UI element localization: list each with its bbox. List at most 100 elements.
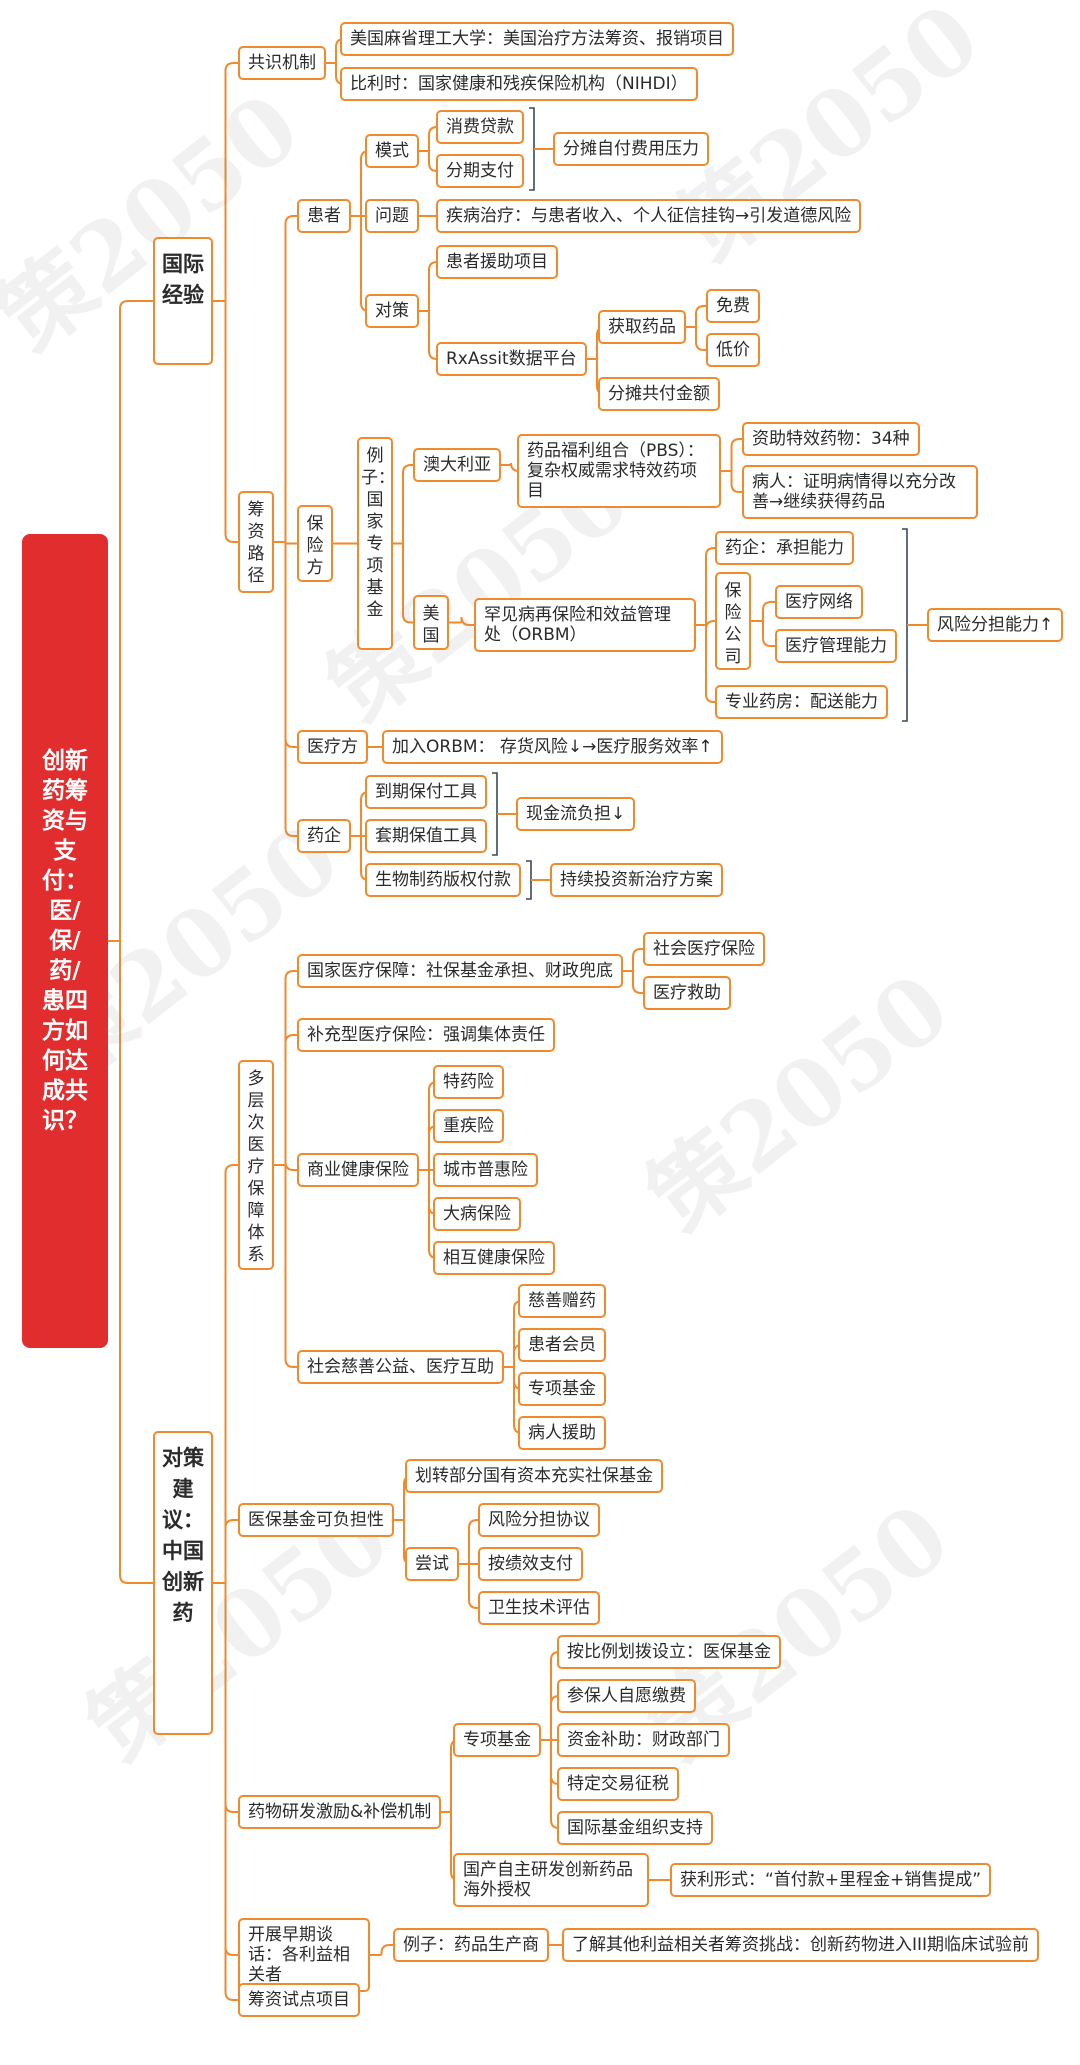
node-installment[interactable]: 分期支付 (436, 154, 524, 188)
node-mutual[interactable]: 相互健康保险 (433, 1241, 555, 1275)
connector-line (284, 542, 297, 837)
node-invest[interactable]: 持续投资新治疗方案 (550, 863, 723, 897)
node-early-talk[interactable]: 开展早期谈话：各利益相关者 (238, 1918, 370, 1992)
node-voluntary[interactable]: 参保人自愿缴费 (557, 1679, 696, 1713)
connector-line (705, 620, 715, 630)
root-label: 创新药筹资与支付：医/保/药/患四方如何达成共识？ (42, 748, 88, 1134)
node-australia[interactable]: 澳大利亚 (413, 448, 501, 482)
node-patient[interactable]: 患者 (297, 199, 351, 233)
node-patient-aid[interactable]: 病人援助 (518, 1416, 606, 1450)
connector-line (224, 301, 238, 543)
connector-line (695, 327, 706, 351)
node-special-fund[interactable]: 专项基金 (518, 1372, 606, 1406)
node-national-med[interactable]: 国家医疗保障：社保基金承担、财政兜底 (297, 954, 623, 988)
node-member[interactable]: 患者会员 (518, 1328, 606, 1362)
connector-line (705, 547, 715, 625)
node-intl-fund[interactable]: 国际基金组织支持 (557, 1811, 713, 1845)
connector-line (224, 1519, 238, 1583)
node-problem-desc[interactable]: 疾病治疗：与患者收入、个人征信挂钩→引发道德风险 (436, 199, 862, 233)
node-rxassist[interactable]: RxAssit数据平台 (436, 342, 587, 376)
node-belgium[interactable]: 比利时：国家健康和残疾保险机构（NIHDI） (340, 67, 698, 101)
node-pharma-capacity[interactable]: 药企：承担能力 (715, 531, 854, 565)
connector-line (284, 1161, 297, 1171)
node-share-oop[interactable]: 分摊自付费用压力 (553, 132, 709, 166)
node-major-ill[interactable]: 大病保险 (433, 1197, 521, 1231)
node-med-aid[interactable]: 医疗救助 (643, 976, 731, 1010)
connector-line (762, 601, 775, 621)
node-med-network[interactable]: 医疗网络 (775, 585, 863, 619)
node-maturity-tool[interactable]: 到期保付工具 (365, 775, 487, 809)
node-problem[interactable]: 问题 (365, 199, 419, 233)
node-subsidy[interactable]: 资金补助：财政部门 (557, 1723, 730, 1757)
node-patient-proof[interactable]: 病人：证明病情得以充分改善→继续获得药品 (742, 465, 978, 519)
node-risk-share[interactable]: 风险分担协议 (478, 1503, 600, 1537)
node-profit[interactable]: 获利形式：“首付款+里程金+销售提成” (670, 1863, 992, 1897)
node-social-med[interactable]: 社会医疗保险 (643, 932, 765, 966)
root-topic[interactable]: 创新药筹资与支付：医/保/药/患四方如何达成共识？ (22, 534, 108, 1348)
node-pharma[interactable]: 药企 (297, 819, 351, 853)
node-usa[interactable]: 美国 (413, 595, 449, 650)
connector-line (632, 971, 643, 994)
node-orbm[interactable]: 罕见病再保险和效益管理处（ORBM） (474, 598, 696, 652)
node-mode[interactable]: 模式 (365, 134, 419, 168)
node-mit[interactable]: 美国麻省理工大学：美国治疗方法筹资、报销项目 (340, 22, 734, 56)
connector-line (730, 471, 742, 493)
node-critical[interactable]: 重疾险 (433, 1109, 504, 1143)
node-supplementary[interactable]: 补充型医疗保险：强调集体责任 (297, 1018, 555, 1052)
node-donation[interactable]: 慈善赠药 (518, 1284, 606, 1318)
connector-line (119, 300, 153, 941)
connector-line (284, 215, 297, 542)
node-city-ins[interactable]: 城市普惠险 (433, 1153, 538, 1187)
node-commercial[interactable]: 商业健康保险 (297, 1153, 419, 1187)
connector-line (284, 542, 297, 748)
node-patient-assistance[interactable]: 患者援助项目 (436, 245, 558, 279)
node-share-copay[interactable]: 分摊共付金额 (598, 377, 720, 411)
node-cash-flow[interactable]: 现金流负担↓ (516, 797, 636, 831)
node-risk-capacity[interactable]: 风险分担能力↑ (927, 608, 1064, 642)
node-provider[interactable]: 医疗方 (297, 730, 368, 764)
node-measure[interactable]: 对策 (365, 294, 419, 328)
connector-line (492, 772, 498, 856)
node-fund34[interactable]: 资助特效药物：34种 (742, 422, 920, 456)
node-fund-sustain[interactable]: 医保基金可负担性 (238, 1503, 394, 1537)
node-understand[interactable]: 了解其他利益相关者筹资挑战：创新药物进入III期临床试验前 (562, 1928, 1040, 1962)
node-consumer-loan[interactable]: 消费贷款 (436, 110, 524, 144)
connector-line (224, 62, 238, 301)
node-rd-incentive[interactable]: 药物研发激励&补偿机制 (238, 1795, 442, 1829)
node-pilot[interactable]: 筹资试点项目 (238, 1983, 360, 2017)
node-join-orbm[interactable]: 加入ORBM： 存货风险↓→医疗服务效率↑ (382, 730, 723, 764)
branch-international-experience[interactable]: 国际经验 (153, 237, 213, 365)
node-hedge-tool[interactable]: 套期保值工具 (365, 819, 487, 853)
node-insurance-company[interactable]: 保险公司 (715, 572, 751, 670)
node-pbs[interactable]: 药品福利组合（PBS）：复杂权威需求特效药项目 (517, 434, 721, 508)
node-example-maker[interactable]: 例子：药品生产商 (393, 1928, 549, 1962)
node-bio-royalty[interactable]: 生物制药版权付款 (365, 863, 521, 897)
node-insurer[interactable]: 保险方 (297, 505, 333, 582)
node-charity[interactable]: 社会慈善公益、医疗互助 (297, 1350, 504, 1384)
connector-line (224, 1164, 238, 1583)
node-funding-path[interactable]: 筹资路径 (238, 491, 274, 593)
node-low-price[interactable]: 低价 (706, 333, 760, 367)
node-pay-perf[interactable]: 按绩效支付 (478, 1547, 583, 1581)
node-consensus[interactable]: 共识机制 (238, 46, 326, 80)
connector-line (526, 860, 532, 900)
node-example-fund[interactable]: 例子：国家专项基金 (357, 437, 395, 650)
node-domestic[interactable]: 国产自主研发创新药品海外授权 (453, 1853, 649, 1907)
branch-policy-suggestions[interactable]: 对策建议：中国创新药 (153, 1431, 213, 1735)
connector-line (224, 1583, 238, 1813)
node-hta[interactable]: 卫生技术评估 (478, 1591, 600, 1625)
node-free[interactable]: 免费 (706, 289, 760, 323)
node-special-fund-2[interactable]: 专项基金 (453, 1723, 541, 1757)
node-pharmacy[interactable]: 专业药房：配送能力 (715, 685, 888, 719)
node-alloc[interactable]: 按比例划拨设立：医保基金 (557, 1635, 781, 1669)
node-tax[interactable]: 特定交易征税 (557, 1767, 679, 1801)
node-special-drug[interactable]: 特药险 (433, 1065, 504, 1099)
connector-line (284, 1165, 297, 1368)
node-transfer[interactable]: 划转部分国有资本充实社保基金 (405, 1459, 663, 1493)
node-med-mgmt[interactable]: 医疗管理能力 (775, 629, 897, 663)
node-trial[interactable]: 尝试 (405, 1547, 459, 1581)
node-get-drugs[interactable]: 获取药品 (598, 310, 686, 344)
node-multilevel[interactable]: 多层次医疗保障体系 (238, 1060, 274, 1270)
